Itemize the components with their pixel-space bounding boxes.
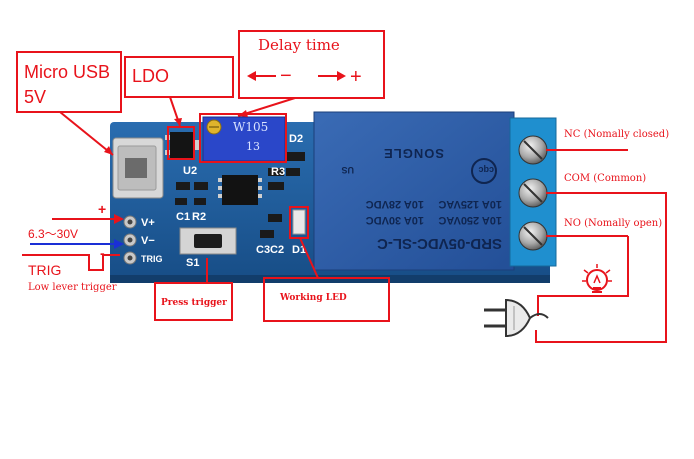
working-led-leader [299, 237, 319, 279]
ldo-label: LDO [132, 66, 169, 86]
relay-rating-dc2: 10A 28VDC [366, 198, 424, 210]
relay: SRD-05VDC-SL-C 10A 250VAC 10A 125VAC 10A… [313, 111, 515, 271]
input-plus: + [98, 201, 106, 217]
plug-icon [484, 298, 549, 338]
nc-label: NC (Nomally closed) [564, 129, 669, 140]
led-highlight [289, 206, 309, 239]
delay-time-callout-box [238, 30, 385, 99]
relay-rating-dc1: 10A 30VDC [366, 214, 424, 226]
silk-r2: R2 [192, 211, 206, 223]
silk-d1: D1 [292, 244, 306, 256]
delay-time-label: Delay time [258, 36, 340, 54]
no-label: NO (Nomally open) [564, 218, 662, 229]
micro-usb-label: Micro USB [24, 62, 110, 82]
delay-minus: − [280, 65, 292, 87]
smd-components [175, 152, 305, 238]
delay-leader [237, 97, 296, 117]
lamp-icon [582, 264, 612, 293]
micro-usb-voltage: 5V [24, 87, 46, 107]
com-label: COM (Common) [564, 173, 646, 184]
silk-vplus: V+ [141, 217, 155, 229]
trig-description: Low lever trigger [28, 282, 117, 293]
working-led-callout-box [263, 277, 390, 322]
input-minus: - [100, 245, 105, 261]
silk-s1: S1 [186, 257, 199, 269]
pot-num-label: 13 [246, 140, 260, 153]
relay-rating-ac2: 10A 125VAC [438, 198, 502, 210]
micro-usb-leader [59, 111, 114, 156]
ldo-callout-box [124, 56, 234, 98]
ldo-highlight [167, 126, 195, 160]
silk-d2: D2 [289, 133, 303, 145]
timer-ic [218, 175, 262, 205]
no-wire [537, 236, 629, 316]
silk-c1: C1 [176, 211, 190, 223]
micro-usb-connector [112, 137, 164, 199]
delay-arrows [247, 71, 346, 81]
relay-rating-ac1: 10A 250VAC [438, 214, 502, 226]
potentiometer: W105 13 [202, 116, 286, 162]
relay-cert-us: US [341, 165, 354, 175]
input-voltage: 6.3～30V [28, 227, 78, 241]
trig-pulse [22, 254, 120, 271]
press-trigger-callout-box [154, 282, 233, 321]
relay-model: SRD-05VDC-SL-C [377, 235, 502, 252]
input-arrows [30, 214, 124, 249]
silk-trig: TRIG [141, 254, 163, 264]
press-trigger-label: Press trigger [161, 298, 227, 308]
delay-plus: + [350, 66, 362, 88]
push-button [179, 227, 237, 255]
silk-r3: R3 [271, 166, 285, 178]
silk-c3c2: C3C2 [256, 244, 284, 256]
micro-usb-callout-box [16, 51, 122, 113]
relay-cert-cqc: cqc [478, 165, 494, 175]
header-pins [123, 215, 137, 265]
relay-brand: SONGLE [383, 146, 444, 161]
trig-label: TRIG [28, 262, 61, 278]
silk-vminus: V− [141, 235, 155, 247]
pot-value-label: W105 [233, 120, 268, 134]
silk-u2: U2 [183, 165, 197, 177]
com-wire [535, 192, 667, 343]
working-led-part [292, 209, 306, 235]
working-led-label: Working LED [279, 293, 347, 303]
